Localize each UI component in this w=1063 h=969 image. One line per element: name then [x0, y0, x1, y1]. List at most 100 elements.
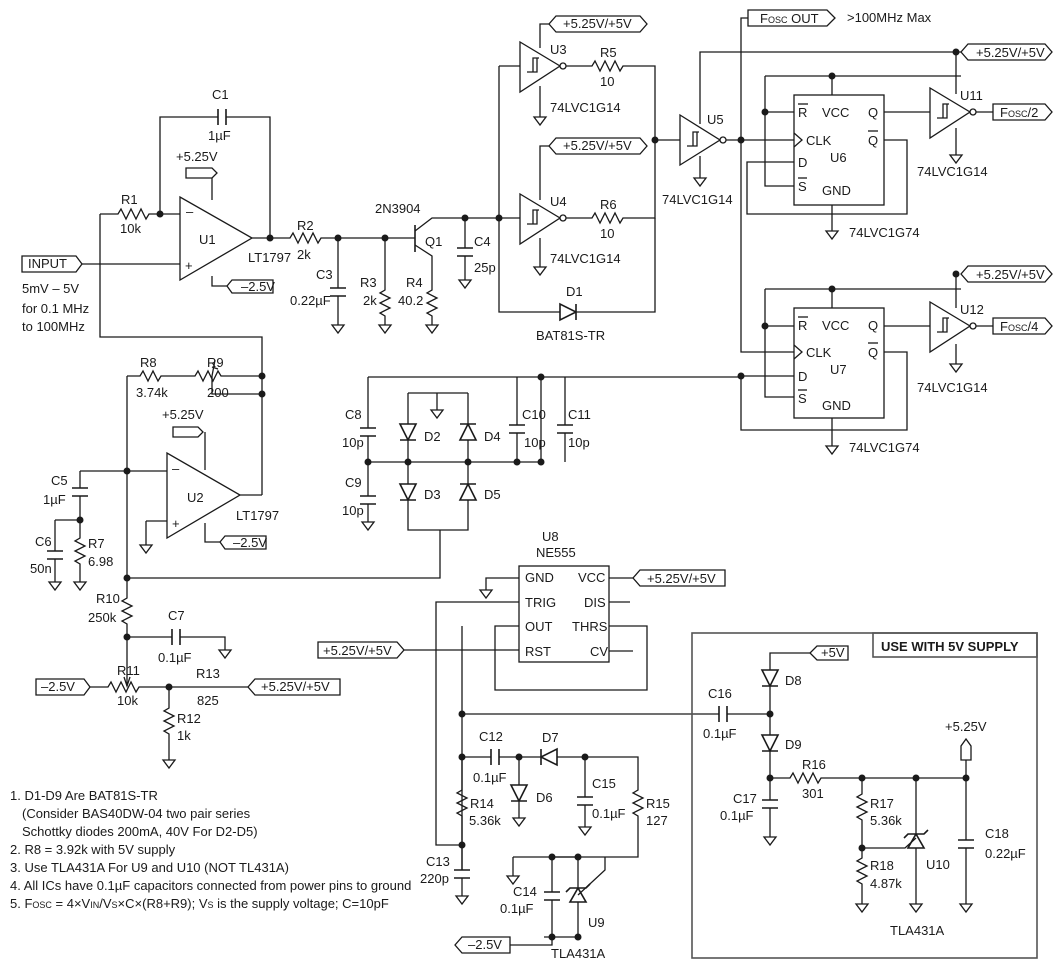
svg-text:VCC: VCC: [578, 570, 605, 585]
svg-text:C18: C18: [985, 826, 1009, 841]
d3-diode: [398, 483, 418, 502]
svg-text:BAT81S-TR: BAT81S-TR: [536, 328, 605, 343]
svg-text:10p: 10p: [342, 503, 364, 518]
svg-text:RST: RST: [525, 644, 551, 659]
svg-text:U9: U9: [588, 915, 605, 930]
u8-supply-flag: [632, 569, 726, 587]
note-1c: Schottky diodes 200mA, 40V For D2-D5): [22, 824, 258, 839]
svg-text:C7: C7: [168, 608, 185, 623]
svg-text:C11: C11: [568, 407, 591, 422]
notes: 1. D1-D9 Are BAT81S-TR (Consider BAS40DW…: [10, 788, 411, 911]
svg-text:+5.25V/+5V: +5.25V/+5V: [976, 45, 1045, 60]
svg-text:–2.5V: –2.5V: [241, 279, 275, 294]
c1-capacitor: [217, 109, 227, 125]
svg-text:127: 127: [646, 813, 668, 828]
svg-text:>100MHz Max: >100MHz Max: [847, 10, 932, 25]
svg-text:GND: GND: [525, 570, 554, 585]
svg-text:R16: R16: [802, 757, 826, 772]
fosc-div4-flag: [992, 317, 1053, 335]
svg-text:74LVC1G14: 74LVC1G14: [917, 164, 988, 179]
svg-text:R18: R18: [870, 858, 894, 873]
svg-text:R: R: [798, 105, 807, 120]
svg-text:+5.25V: +5.25V: [945, 719, 987, 734]
svg-text:4.87k: 4.87k: [870, 876, 902, 891]
svg-text:CLK: CLK: [806, 345, 832, 360]
svg-text:GND: GND: [822, 183, 851, 198]
u8-section: U8 NE555 GND VCC TRIG DIS OUT THRS RST C…: [317, 529, 770, 961]
svg-text:D4: D4: [484, 429, 501, 444]
svg-text:R13: R13: [196, 666, 220, 681]
c13-capacitor: [454, 869, 470, 879]
svg-text:D9: D9: [785, 737, 802, 752]
svg-text:R6: R6: [600, 197, 617, 212]
svg-text:R: R: [798, 318, 807, 333]
svg-text:C16: C16: [708, 686, 732, 701]
svg-text:D1: D1: [566, 284, 583, 299]
svg-text:S: S: [798, 391, 807, 406]
svg-text:U8: U8: [542, 529, 559, 544]
svg-text:5.36k: 5.36k: [870, 813, 902, 828]
c10-capacitor: [509, 424, 525, 434]
fosc-out-flag: [747, 9, 836, 27]
svg-text:10: 10: [600, 74, 614, 89]
u6-section: R VCC Q CLK Q U6 D S GND 74LVC1G74 U11 7…: [746, 43, 1053, 241]
svg-text:R9: R9: [207, 355, 224, 370]
svg-text:2N3904: 2N3904: [375, 201, 421, 216]
svg-text:0.1µF: 0.1µF: [158, 650, 192, 665]
u2-section: R8 3.74k R9 200 – + U2 LT1797 +5.25V –2.…: [30, 355, 279, 592]
svg-text:U12: U12: [960, 302, 984, 317]
svg-text:5mV – 5V: 5mV – 5V: [22, 281, 79, 296]
svg-text:10p: 10p: [524, 435, 546, 450]
svg-text:C13: C13: [426, 854, 450, 869]
svg-text:+5.25V/+5V: +5.25V/+5V: [647, 571, 716, 586]
svg-text:R11: R11: [117, 663, 140, 678]
svg-text:10k: 10k: [120, 221, 141, 236]
svg-text:C9: C9: [345, 475, 362, 490]
c15-capacitor: [577, 796, 593, 806]
supply-box-frame: [691, 632, 1038, 959]
d5-diode: [458, 482, 478, 501]
svg-text:CLK: CLK: [806, 133, 832, 148]
svg-text:C10: C10: [522, 407, 546, 422]
svg-text:R8: R8: [140, 355, 157, 370]
svg-text:–2.5V: –2.5V: [41, 679, 75, 694]
svg-text:Q: Q: [868, 133, 878, 148]
svg-text:D3: D3: [424, 487, 441, 502]
svg-text:U4: U4: [550, 194, 567, 209]
svg-text:D: D: [798, 369, 807, 384]
svg-text:D8: D8: [785, 673, 802, 688]
d6-diode: [509, 784, 529, 803]
svg-text:200: 200: [207, 385, 229, 400]
svg-text:+5.25V/+5V: +5.25V/+5V: [976, 267, 1045, 282]
svg-text:R7: R7: [88, 536, 105, 551]
svg-text:D5: D5: [484, 487, 501, 502]
svg-text:0.1µF: 0.1µF: [703, 726, 737, 741]
svg-text:VCC: VCC: [822, 318, 849, 333]
u3-schmitt: [519, 40, 562, 94]
c7-capacitor: [171, 629, 181, 645]
svg-text:C15: C15: [592, 776, 616, 791]
svg-text:S: S: [798, 179, 807, 194]
svg-text:10p: 10p: [568, 435, 590, 450]
u2-neg-flag: [219, 535, 267, 550]
neg25-flag: [35, 678, 91, 696]
svg-text:1k: 1k: [177, 728, 191, 743]
note-4: 4. All ICs have 0.1µF capacitors connect…: [10, 878, 411, 893]
svg-text:TRIG: TRIG: [525, 595, 556, 610]
svg-text:+: +: [172, 516, 180, 531]
svg-text:FOSC OUT: FOSC OUT: [760, 11, 819, 26]
svg-text:VCC: VCC: [822, 105, 849, 120]
svg-text:CV: CV: [590, 644, 608, 659]
u1-part: LT1797: [248, 250, 291, 265]
svg-text:R4: R4: [406, 275, 423, 290]
svg-text:C6: C6: [35, 534, 52, 549]
svg-text:R17: R17: [870, 796, 894, 811]
svg-text:74LVC1G74: 74LVC1G74: [849, 225, 920, 240]
svg-text:U10: U10: [926, 857, 950, 872]
svg-text:5.36k: 5.36k: [469, 813, 501, 828]
svg-text:DIS: DIS: [584, 595, 606, 610]
c9-capacitor: [360, 495, 376, 505]
svg-text:+5.25V/+5V: +5.25V/+5V: [563, 138, 632, 153]
svg-text:D: D: [798, 155, 807, 170]
